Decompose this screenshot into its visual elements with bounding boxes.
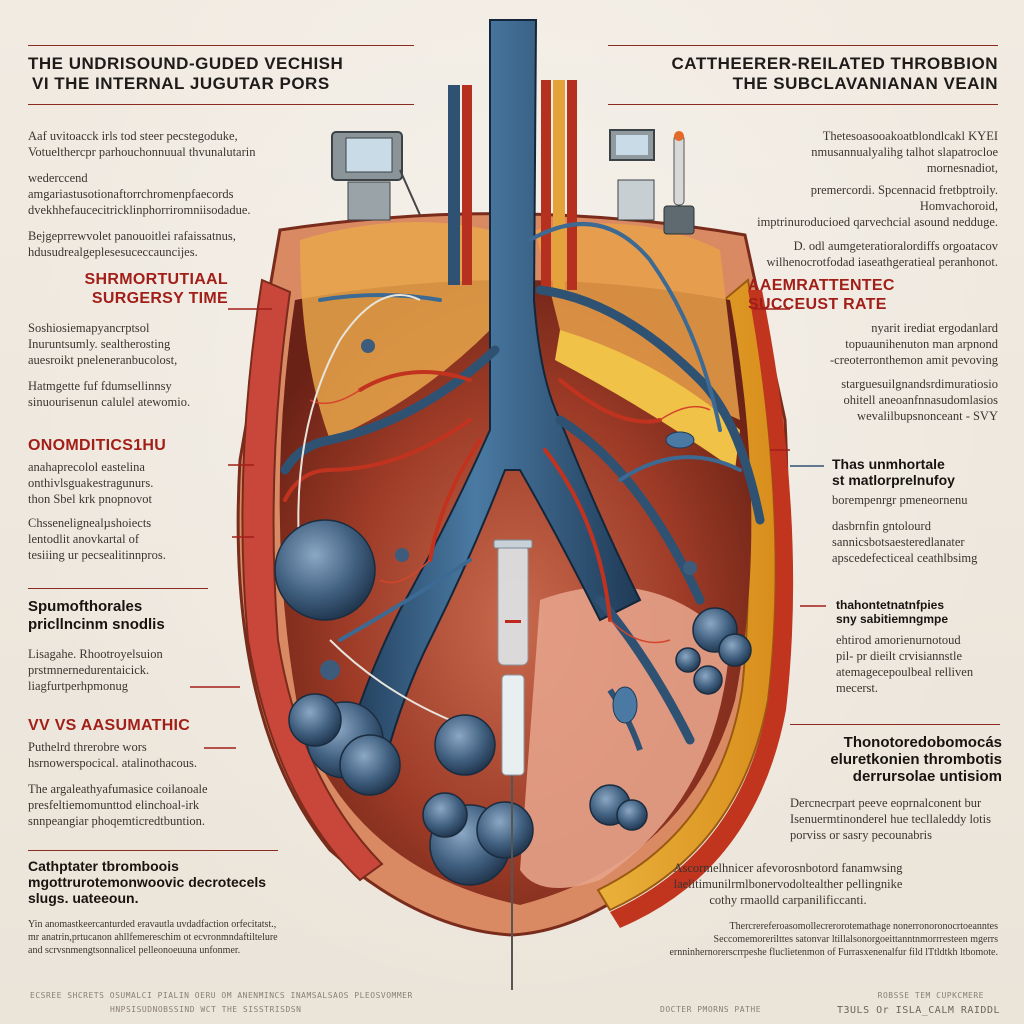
right-bottom-p2: Thercrereferoasomollecrerorotemathage no… [669, 921, 998, 958]
right-bottom-p1: Ascormelhnicer afevorosnbotord fanamwsin… [673, 861, 903, 907]
right-section-thrombotis: Thonotoredobomocás eluretkonien thrombot… [790, 734, 1002, 843]
right-section-success-rate: AAEMRATTENTEC SUCCEUST RATE [748, 276, 948, 314]
left-heading-vv: VV VS AASUMATHIC [28, 717, 191, 734]
left-onomditics-p2: Chssenelignealµshoiects lentodlit anovka… [28, 516, 166, 562]
right-intro-p1: Thetesoasooakoatblondlcakl KYEI nmusannu… [811, 129, 998, 175]
left-section-onomditics: ONOMDITICS1HU anahaprecolol eastelina on… [28, 436, 278, 563]
footer-left: ECSREE SHCRETS OSUMALCI PIALIN OERU OM A… [30, 991, 413, 1000]
right-heading-thrombotis: Thonotoredobomocás eluretkonien thrombot… [830, 734, 1002, 785]
left-heading-onomditics: ONOMDITICS1HU [28, 437, 167, 454]
header-right-rule [608, 45, 998, 46]
syringe-icon [493, 539, 533, 776]
left-intro: Aaf uvitoacck irls tod steer pecstegoduk… [28, 128, 278, 260]
footer-right-small: ROBSSE TEM CUPKCMERE [877, 991, 984, 1000]
header-right-rule-bottom [608, 104, 998, 105]
right-section-thahonte: thahontetnatnfpies sny sabitiemngmpe eht… [836, 598, 1006, 696]
right-thahonte-p1: ehtirod amorienurnotoud pil- pr dieilt c… [836, 633, 974, 695]
right-divider-1 [790, 724, 1000, 725]
left-intro-p1: Aaf uvitoacck irls tod steer pecstegoduk… [28, 129, 256, 159]
jugular-vein [338, 19, 642, 782]
left-skin-band [241, 278, 384, 882]
footer-right: T3ULS Or ISLA_CALM RAIDDL [836, 1005, 1000, 1016]
right-success-p1: nyarit irediat ergodanlard topuaunihenut… [830, 321, 998, 367]
left-section-catheter: Cathptater tbromboois mgottrurotemonwoov… [28, 858, 328, 957]
left-vv-p1: Puthelrd threrobre wors hsrnowerspocical… [28, 740, 198, 770]
header-left-line2: VI THE INTERNAL JUGUTAR PORS [32, 74, 330, 93]
left-heading-surgery-time: SHRMORTUTIAAL SURGERSY TIME [84, 271, 228, 307]
left-vv-p2: The argaleathyafumasice coilanoale presf… [28, 782, 208, 828]
right-heading-unmhortale: Thas unmhortale st matlorprelnufoy [832, 456, 955, 488]
upper-tissue-left [300, 222, 490, 440]
left-divider-1 [28, 588, 208, 589]
right-bottom-paragraphs: Ascormelhnicer afevorosnbotord fanamwsin… [578, 860, 998, 959]
right-thrombotis-p1: Dercnecrpart peeve eoprnalconent bur Ise… [790, 796, 991, 842]
right-section-unmhortale: Thas unmhortale st matlorprelnufoy borem… [832, 456, 1007, 566]
left-section-surgery-time: SHRMORTUTIAAL SURGERSY TIME Soshiosiemap… [28, 270, 278, 410]
header-right-line2: THE SUBCLAVANIANAN VEAIN [732, 74, 998, 93]
right-intro-p3: D. odl aumgeteratioralordiffs orgoatacov… [766, 239, 998, 269]
right-success-body: nyarit irediat ergodanlard topuaunihenut… [768, 320, 998, 424]
left-heading-spumofthorales: Spumofthorales pricllncinm snodlis [28, 598, 165, 633]
left-intro-p3: Bejgeprrewvolet panouoitlei rafaissatnus… [28, 229, 236, 259]
left-section-vv: VV VS AASUMATHIC Puthelrd threrobre wors… [28, 716, 278, 829]
left-catheter-p1: Yin anomastkeercanturded eravautla uvdad… [28, 919, 278, 956]
header-left-line1: THE UNDRISOUND-GUDED VECHISH [28, 54, 344, 73]
right-intro: Thetesoasooakoatblondlcakl KYEI nmusannu… [738, 128, 998, 270]
right-heading-thahonte: thahontetnatnfpies sny sabitiemngmpe [836, 598, 949, 626]
left-surgery-p2: Hatmgette fuf fdumsellinnsy sinuourisenu… [28, 379, 191, 409]
ultrasound-machine-icon [331, 131, 421, 221]
header-right: CATTHEERER-REILATED THROBBION THE SUBCLA… [628, 54, 998, 94]
left-intro-p2: wederccend amgariastusotionaftorrchromen… [28, 171, 251, 217]
left-onomditics-p1: anahaprecolol eastelina onthivlsguakestr… [28, 460, 154, 506]
header-right-line1: CATTHEERER-REILATED THROBBION [671, 54, 998, 73]
footer-left-2: HNPSISUDNOBSSIND WCT THE SISSTRISDSN [110, 1005, 302, 1014]
right-heading-success-rate: AAEMRATTENTEC SUCCEUST RATE [748, 277, 895, 313]
left-section-spumofthorales: Spumofthorales pricllncinm snodlis Lisag… [28, 598, 278, 694]
right-intro-p2: premercordi. Spcennacid fretbptroily. Ho… [757, 183, 998, 229]
left-divider-2 [28, 850, 278, 851]
header-left-rule [28, 45, 414, 46]
left-spumofthorales-p1: Lisagahe. Rhootroyelsuion prstmnernedure… [28, 647, 163, 693]
footer-right-small-2: DOCTER PMORNS PATHE [660, 1005, 762, 1014]
right-success-p2: starguesuilgnandsrdimuratiosio ohitell a… [841, 377, 998, 423]
left-heading-catheter: Cathptater tbromboois mgottrurotemonwoov… [28, 858, 267, 906]
iv-stand-icon [609, 129, 695, 235]
header-left: THE UNDRISOUND-GUDED VECHISH VI THE INTE… [28, 54, 418, 94]
left-surgery-p1: Soshiosiemapyancrptsol Inuruntsumly. sea… [28, 321, 178, 367]
right-unmhortale-p2: dasbrnfin gntolourd sannicsbotsaesteredl… [832, 519, 978, 565]
right-unmhortale-p1: borempenrgr pmeneornenu [832, 493, 968, 507]
header-left-rule-bottom [28, 104, 414, 105]
